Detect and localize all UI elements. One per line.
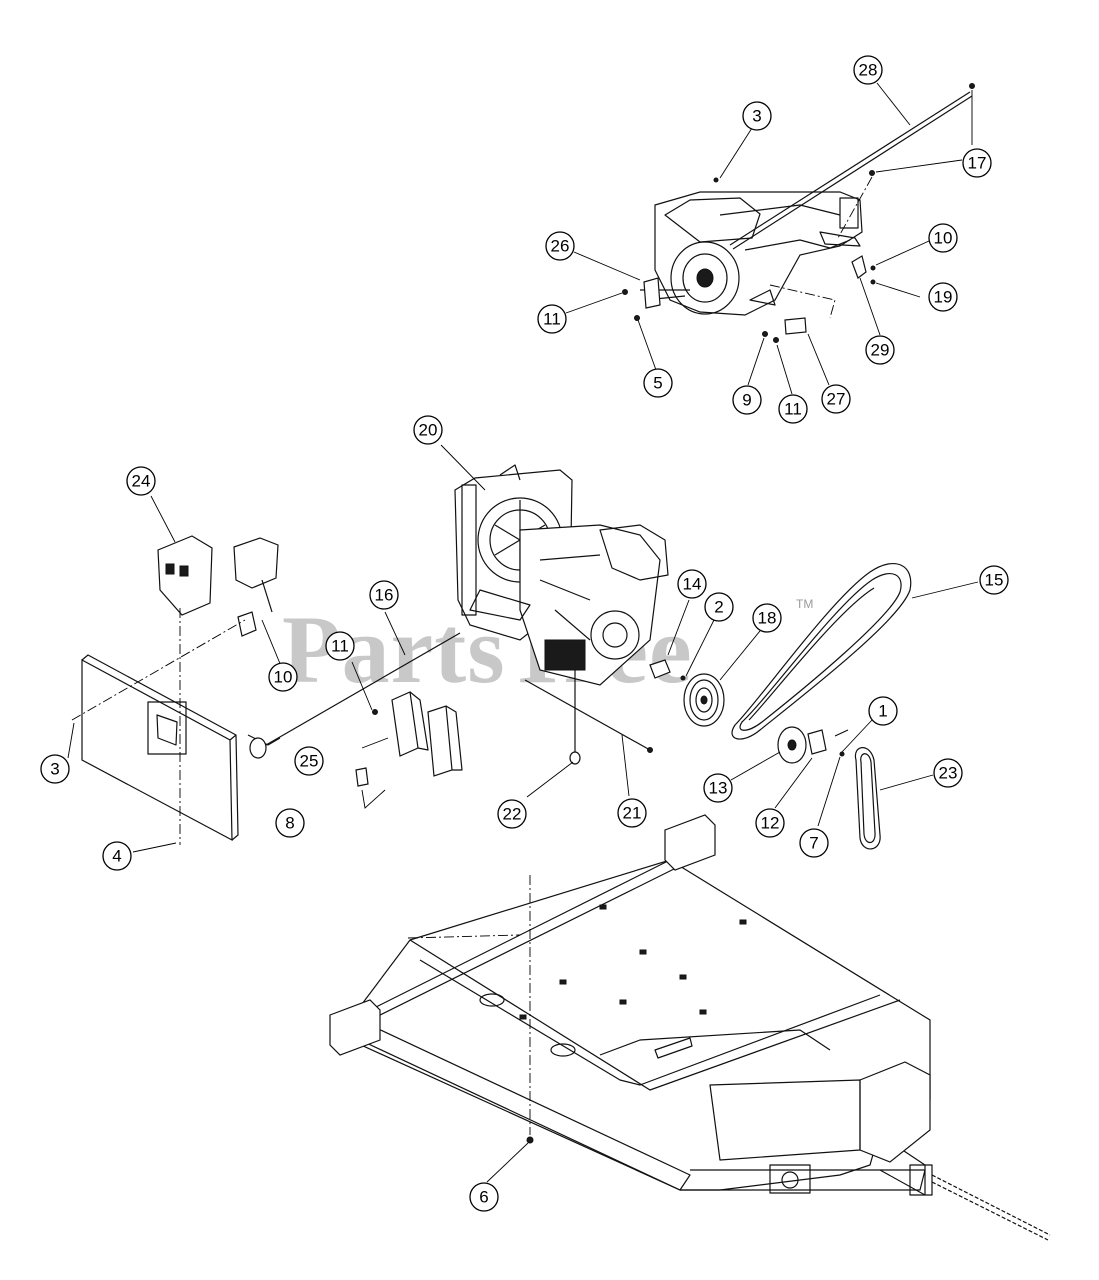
callout-19[interactable]: 19	[928, 282, 958, 312]
svg-text:24: 24	[132, 472, 151, 491]
callout-3-left[interactable]: 3	[40, 754, 70, 784]
callout-18[interactable]: 18	[752, 603, 782, 633]
svg-text:19: 19	[934, 288, 953, 307]
control-panel	[71, 535, 461, 845]
svg-text:1: 1	[878, 702, 887, 721]
svg-text:16: 16	[375, 586, 394, 605]
callout-28[interactable]: 28	[853, 55, 883, 85]
callout-bubbles: 28 3 17 26 10 11 19 5 29 9 11 27 20 24 1…	[40, 55, 1009, 1212]
svg-text:7: 7	[809, 834, 818, 853]
callout-25[interactable]: 25	[294, 746, 324, 776]
drive-belt	[731, 562, 912, 740]
callout-13[interactable]: 13	[703, 773, 733, 803]
svg-text:28: 28	[859, 61, 878, 80]
leader-lines	[67, 82, 979, 1183]
callout-2[interactable]: 2	[704, 592, 734, 622]
svg-text:23: 23	[939, 764, 958, 783]
svg-text:21: 21	[623, 804, 642, 823]
callout-11-top-left[interactable]: 11	[537, 304, 567, 334]
svg-text:14: 14	[683, 575, 702, 594]
svg-text:11: 11	[543, 310, 561, 329]
svg-text:12: 12	[761, 814, 780, 833]
callout-26[interactable]: 26	[545, 231, 575, 261]
svg-text:27: 27	[827, 390, 846, 409]
pulley-parts	[649, 659, 725, 727]
svg-text:18: 18	[758, 609, 777, 628]
svg-text:15: 15	[985, 571, 1004, 590]
svg-text:5: 5	[653, 374, 662, 393]
svg-text:22: 22	[503, 805, 522, 824]
callout-1[interactable]: 1	[868, 696, 898, 726]
callout-5[interactable]: 5	[643, 368, 673, 398]
svg-text:25: 25	[300, 752, 319, 771]
svg-text:3: 3	[50, 760, 59, 779]
svg-text:26: 26	[551, 237, 570, 256]
svg-text:8: 8	[285, 814, 294, 833]
callout-29[interactable]: 29	[865, 335, 895, 365]
callout-11-mid[interactable]: 11	[325, 631, 355, 661]
callout-22[interactable]: 22	[497, 799, 527, 829]
callout-23[interactable]: 23	[933, 758, 963, 788]
callout-3-top[interactable]: 3	[742, 101, 772, 131]
svg-text:6: 6	[479, 1188, 488, 1207]
trailer-frame	[329, 814, 1051, 1241]
callout-6[interactable]: 6	[469, 1182, 499, 1212]
callout-7[interactable]: 7	[799, 828, 829, 858]
svg-text:4: 4	[112, 847, 121, 866]
callout-12[interactable]: 12	[755, 808, 785, 838]
callout-20[interactable]: 20	[413, 415, 443, 445]
callout-24[interactable]: 24	[126, 466, 156, 496]
callout-21[interactable]: 21	[617, 798, 647, 828]
svg-text:9: 9	[742, 391, 751, 410]
svg-text:13: 13	[709, 779, 728, 798]
callout-8[interactable]: 8	[275, 808, 305, 838]
svg-text:17: 17	[968, 154, 987, 173]
engine-radiator-assembly	[454, 464, 669, 686]
callout-27[interactable]: 27	[821, 384, 851, 414]
callout-10-mid[interactable]: 10	[268, 662, 298, 692]
svg-text:11: 11	[784, 400, 802, 419]
svg-text:20: 20	[419, 421, 438, 440]
top-small-parts	[622, 176, 876, 343]
exhaust-rod	[729, 83, 975, 250]
svg-text:11: 11	[331, 637, 349, 656]
svg-text:3: 3	[752, 107, 761, 126]
mounting-brackets	[355, 691, 463, 809]
frame-holes	[519, 904, 747, 1020]
watermark-trademark: TM	[796, 597, 813, 611]
svg-text:10: 10	[274, 668, 293, 687]
callout-9[interactable]: 9	[732, 385, 762, 415]
engine-top-view	[640, 191, 863, 316]
svg-text:2: 2	[714, 598, 723, 617]
cables	[524, 670, 653, 765]
callout-4[interactable]: 4	[102, 841, 132, 871]
callout-11-top-right[interactable]: 11	[778, 394, 808, 424]
callout-15[interactable]: 15	[979, 565, 1009, 595]
callout-14[interactable]: 14	[677, 569, 707, 599]
svg-text:10: 10	[934, 229, 953, 248]
svg-text:29: 29	[871, 341, 890, 360]
lower-pulley-parts	[777, 726, 881, 850]
callout-16[interactable]: 16	[369, 580, 399, 610]
callout-10-top[interactable]: 10	[928, 223, 958, 253]
callout-17[interactable]: 17	[962, 148, 992, 178]
